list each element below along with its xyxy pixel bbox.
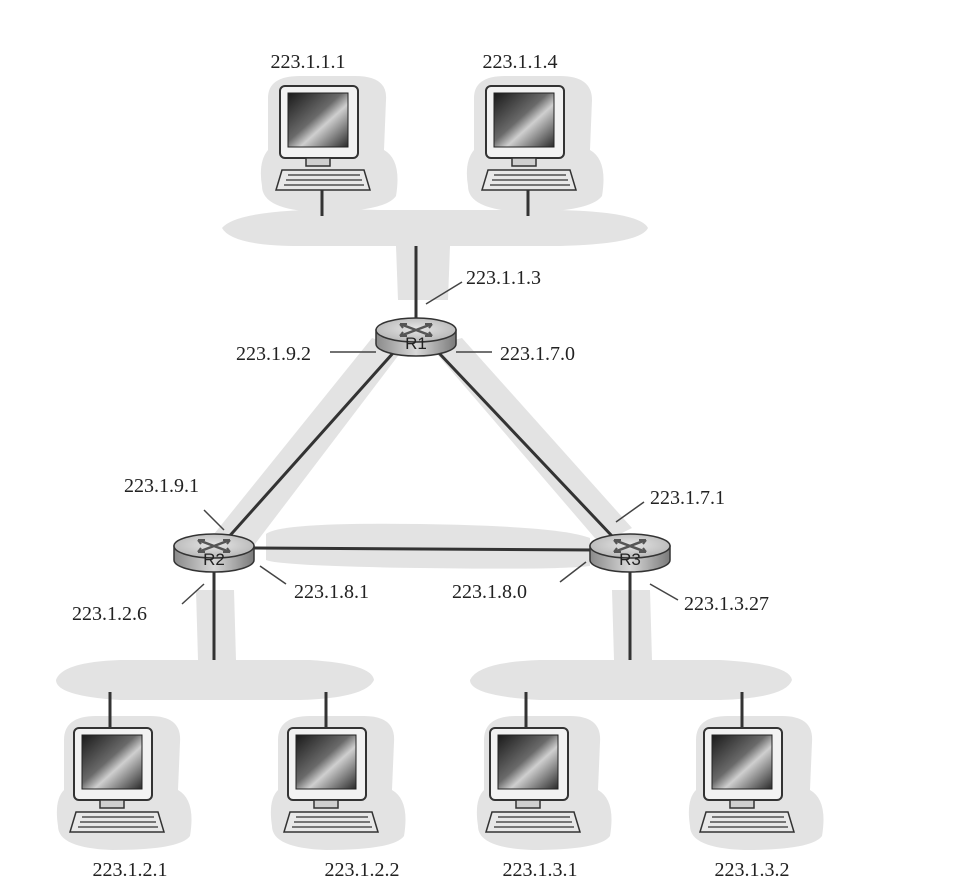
router-icon bbox=[173, 533, 255, 573]
interface-label-r3-bottom: 223.1.3.27 bbox=[684, 593, 769, 615]
router-label-r3: R3 bbox=[619, 550, 641, 569]
link-shading-r2-r3 bbox=[266, 523, 590, 569]
host-223-1-3-1 bbox=[484, 727, 582, 833]
interface-label-r2-top: 223.1.9.1 bbox=[124, 475, 199, 497]
host-label-223-1-1-4: 223.1.1.4 bbox=[483, 51, 558, 73]
interface-label-r1-left: 223.1.9.2 bbox=[236, 343, 311, 365]
host-label-223-1-3-1: 223.1.3.1 bbox=[503, 859, 578, 881]
host-label-223-1-3-2: 223.1.3.2 bbox=[715, 859, 790, 881]
link-r2-r3 bbox=[251, 546, 597, 552]
pointer-r2-bottom bbox=[181, 583, 205, 605]
router-icon bbox=[589, 533, 671, 573]
label-pointers bbox=[181, 281, 679, 605]
router-r2: R2 bbox=[173, 533, 255, 573]
host-label-223-1-2-1: 223.1.2.1 bbox=[93, 859, 168, 881]
pointer-r3-top bbox=[615, 501, 645, 523]
link-r1-r3 bbox=[436, 350, 614, 538]
computer-icon bbox=[698, 727, 796, 833]
host-223-1-2-1 bbox=[68, 727, 166, 833]
router-icon bbox=[375, 317, 457, 357]
interface-label-r1-right: 223.1.7.0 bbox=[500, 343, 575, 365]
host-223-1-3-2 bbox=[698, 727, 796, 833]
pointer-r2-top bbox=[203, 509, 225, 531]
computer-icon bbox=[274, 85, 372, 191]
wires bbox=[108, 188, 744, 728]
computer-icon bbox=[282, 727, 380, 833]
router-label-r1: R1 bbox=[405, 334, 427, 353]
link-shading-r1-r3 bbox=[430, 338, 632, 544]
host-223-1-1-4 bbox=[480, 85, 578, 191]
router-r1: R1 bbox=[375, 317, 457, 357]
host-labels: 223.1.1.1 223.1.1.4 223.1.2.1 223.1.2.2 … bbox=[93, 51, 790, 881]
host-223-1-1-1 bbox=[274, 85, 372, 191]
host-label-223-1-2-2: 223.1.2.2 bbox=[325, 859, 400, 881]
interface-label-r1-top: 223.1.1.3 bbox=[466, 267, 541, 289]
interface-label-r2-bottom: 223.1.2.6 bbox=[72, 603, 147, 625]
pointer-r2-right bbox=[259, 565, 287, 585]
interface-labels: 223.1.1.3 223.1.9.2 223.1.7.0 223.1.9.1 … bbox=[72, 267, 769, 625]
computer-icon bbox=[480, 85, 578, 191]
pointer-r1-top bbox=[425, 281, 463, 305]
pointer-r3-left bbox=[559, 561, 587, 583]
computer-icon bbox=[484, 727, 582, 833]
router-label-r2: R2 bbox=[203, 550, 225, 569]
link-shading-r1-r2 bbox=[214, 338, 404, 548]
pointer-r3-bottom bbox=[649, 583, 679, 601]
computer-icon bbox=[68, 727, 166, 833]
router-r3: R3 bbox=[589, 533, 671, 573]
host-label-223-1-1-1: 223.1.1.1 bbox=[271, 51, 346, 73]
interface-label-r3-top: 223.1.7.1 bbox=[650, 487, 725, 509]
interface-label-r2-right: 223.1.8.1 bbox=[294, 581, 369, 603]
interface-label-r3-left: 223.1.8.0 bbox=[452, 581, 527, 603]
host-223-1-2-2 bbox=[282, 727, 380, 833]
link-r1-r2 bbox=[224, 351, 396, 541]
subnet-223-1-1-region bbox=[222, 209, 648, 300]
